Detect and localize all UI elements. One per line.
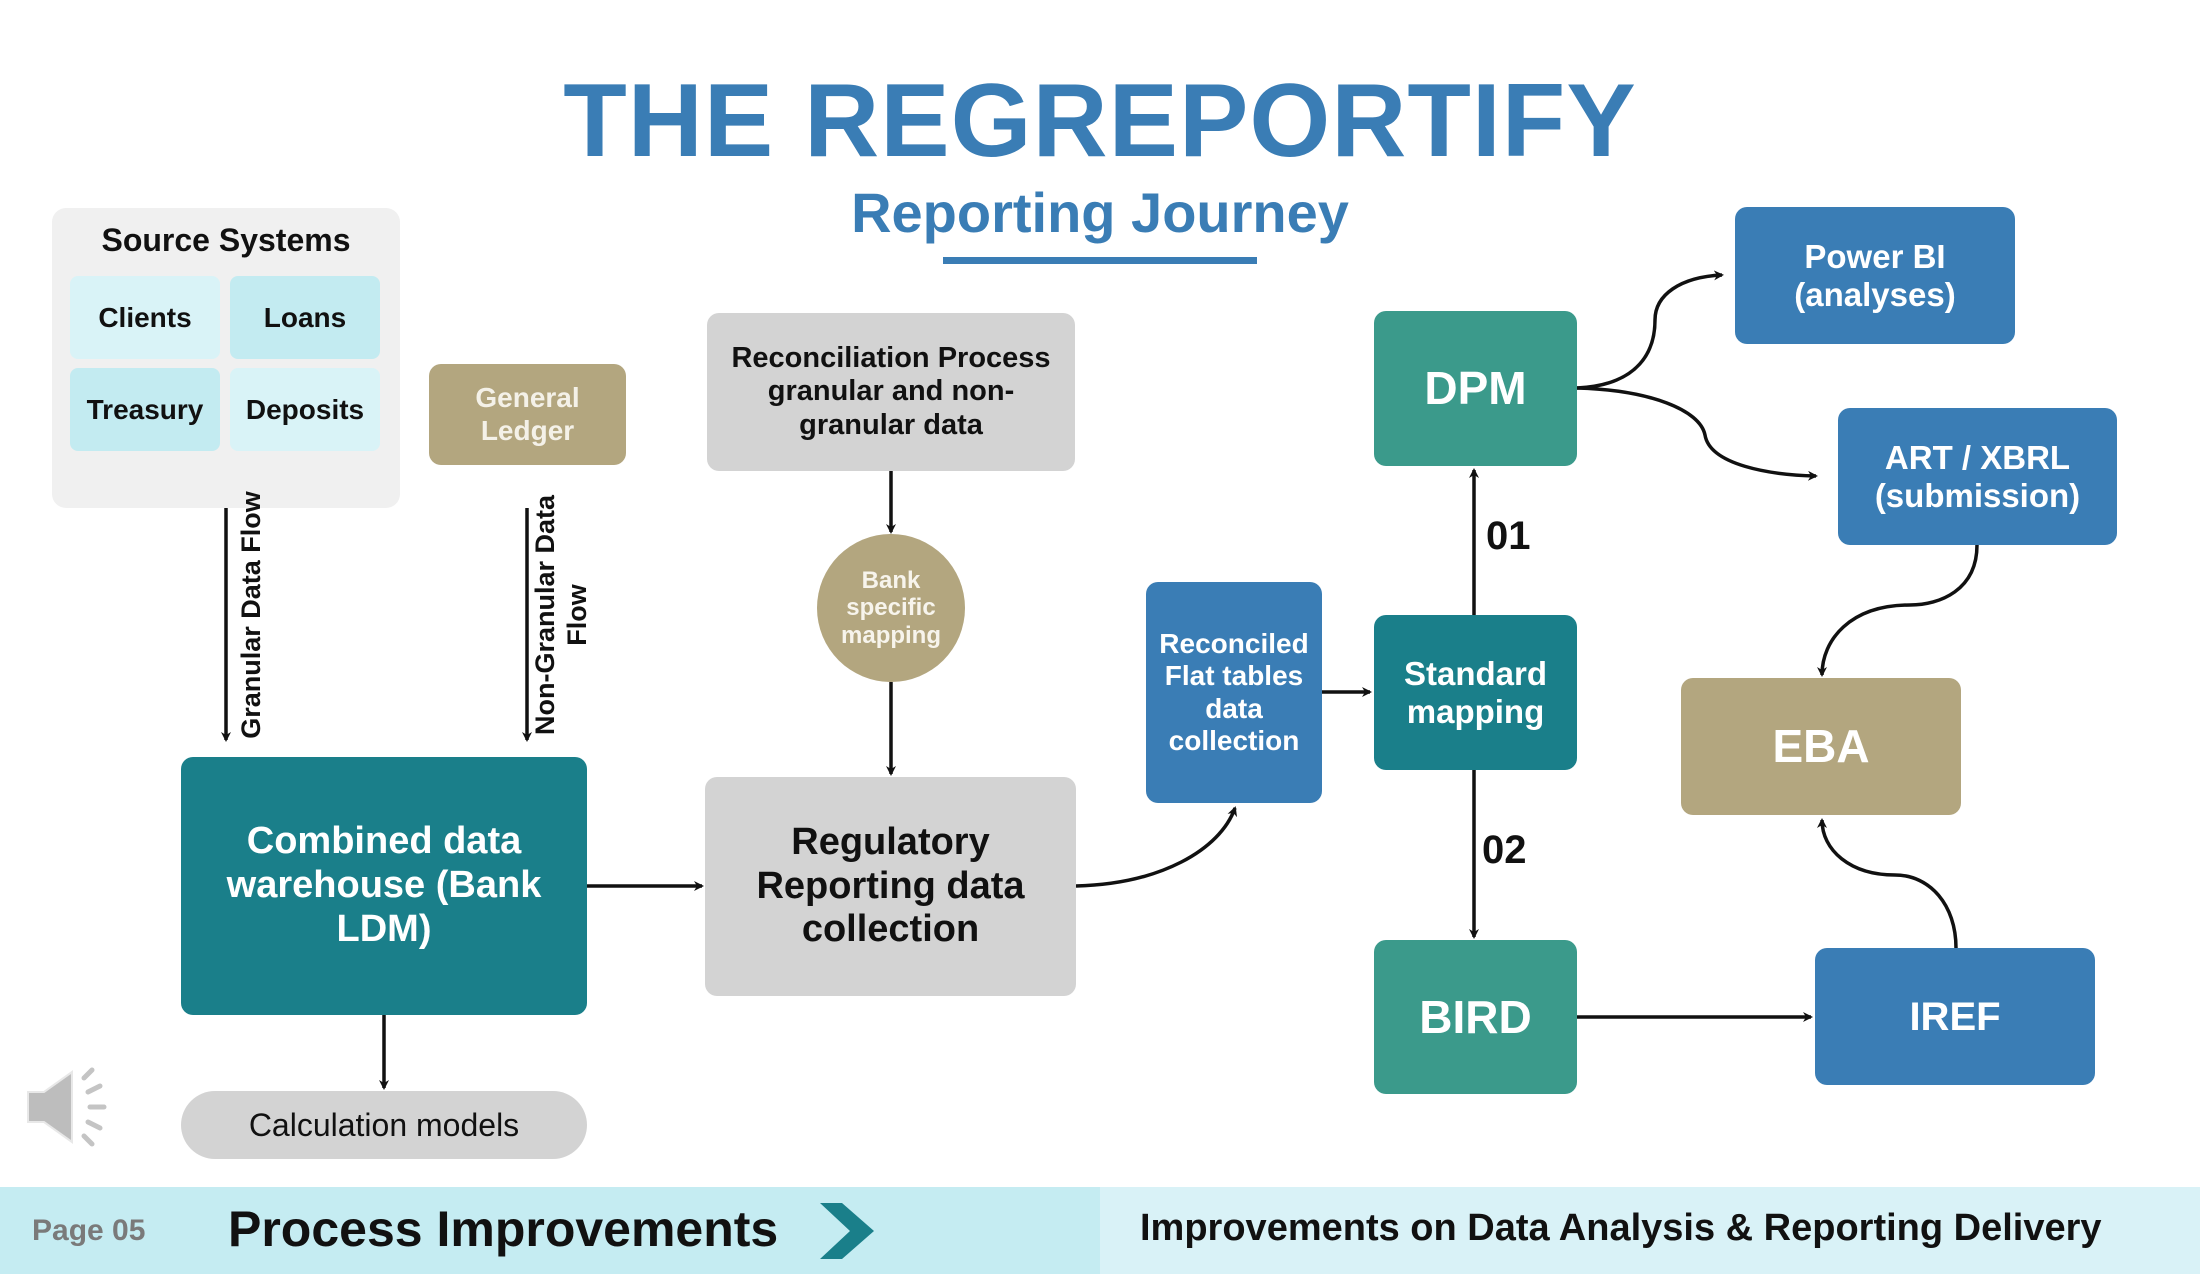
subsection-title: Improvements on Data Analysis & Reportin… bbox=[1140, 1207, 2102, 1249]
regulatory-reporting-node: Regulatory Reporting data collection bbox=[705, 777, 1076, 996]
arrow-artxbrl-to-eba bbox=[1817, 544, 1979, 677]
source-systems-title: Source Systems bbox=[101, 222, 351, 258]
source-item-treasury: Treasury bbox=[70, 368, 220, 451]
footer-subsection-band bbox=[1100, 1187, 2200, 1274]
art-xbrl-node: ART / XBRL (submission) bbox=[1838, 408, 2117, 545]
general-ledger-node: General Ledger bbox=[429, 364, 626, 465]
source-item-deposits: Deposits bbox=[230, 368, 380, 451]
non-granular-flow-label: Non-Granular Data Flow bbox=[530, 494, 593, 736]
source-item-clients: Clients bbox=[70, 276, 220, 359]
reconciled-flat-tables-node: Reconciled Flat tables data collection bbox=[1146, 582, 1322, 803]
bird-node: BIRD bbox=[1374, 940, 1577, 1094]
arrow-iref-to-eba bbox=[1817, 818, 1958, 949]
chevron-right-icon[interactable] bbox=[820, 1203, 874, 1259]
step-01-label: 01 bbox=[1486, 514, 1531, 558]
page-number: Page 05 bbox=[32, 1214, 146, 1247]
arrow-dpm-to-artxbrl bbox=[1576, 386, 1818, 481]
arrow-dpm-to-powerbi bbox=[1576, 270, 1724, 390]
eba-node: EBA bbox=[1681, 678, 1961, 815]
source-item-loans: Loans bbox=[230, 276, 380, 359]
speaker-icon[interactable] bbox=[24, 1066, 116, 1148]
title-underline bbox=[943, 257, 1257, 264]
section-title: Process Improvements bbox=[228, 1201, 779, 1257]
page-title: THE REGREPORTIFY bbox=[563, 63, 1637, 179]
bank-specific-mapping-node: Bank specific mapping bbox=[817, 534, 965, 682]
iref-node: IREF bbox=[1815, 948, 2095, 1085]
power-bi-node: Power BI (analyses) bbox=[1735, 207, 2015, 344]
reconciliation-node: Reconciliation Process granular and non-… bbox=[707, 313, 1075, 471]
page-subtitle: Reporting Journey bbox=[851, 181, 1349, 244]
combined-data-warehouse-node: Combined data warehouse (Bank LDM) bbox=[181, 757, 587, 1015]
granular-flow-label: Granular Data Flow bbox=[236, 491, 266, 739]
standard-mapping-node: Standard mapping bbox=[1374, 615, 1577, 770]
dpm-node: DPM bbox=[1374, 311, 1577, 466]
arrow-regulatory-to-reconciled bbox=[1075, 806, 1238, 888]
step-02-label: 02 bbox=[1482, 828, 1527, 872]
footer-section-band bbox=[0, 1187, 1100, 1274]
calculation-models-node: Calculation models bbox=[181, 1091, 587, 1159]
